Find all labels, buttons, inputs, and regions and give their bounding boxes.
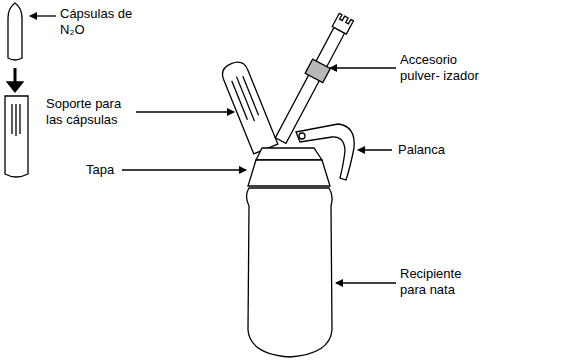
part-label: Tapa <box>86 162 126 178</box>
part-label: Recipiente para nata <box>400 266 490 298</box>
part-label: Cápsulas de N₂O <box>60 6 140 38</box>
part-label: Accesorio pulver- izador <box>400 52 500 84</box>
part-label: Palanca <box>398 142 478 158</box>
part-label: Soporte para las cápsulas <box>46 96 136 128</box>
